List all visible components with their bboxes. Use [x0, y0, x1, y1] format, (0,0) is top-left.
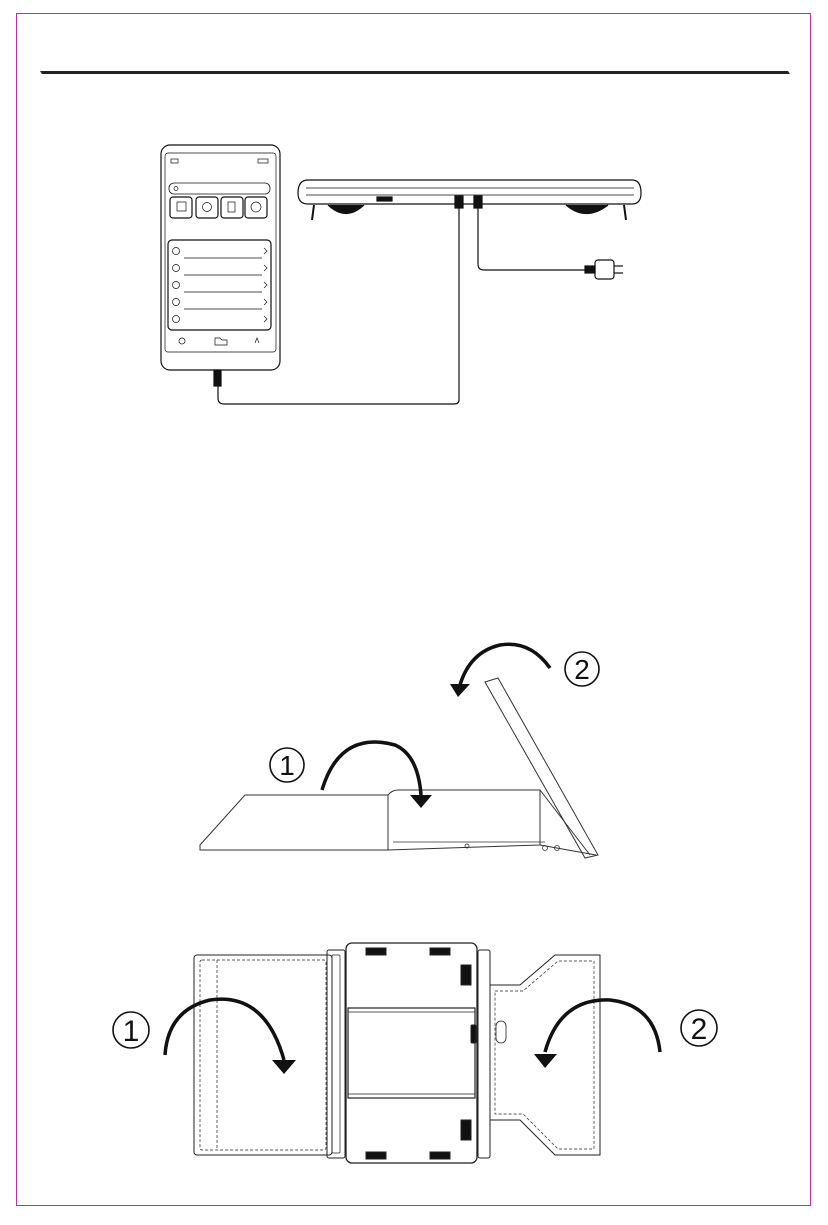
usb-c-cable-icon [218, 208, 459, 404]
phone-icon [161, 145, 280, 370]
left-panel [200, 795, 388, 850]
center-panel [388, 790, 540, 850]
case-step-1-label: 1 [123, 1015, 140, 1048]
fold-step-2-label: 2 [574, 654, 590, 685]
right-panel-raised [485, 678, 598, 858]
case-arrow-head-1 [272, 1060, 296, 1074]
case-arrow-head-2 [534, 1054, 557, 1068]
connection-diagram [161, 145, 641, 404]
fold-step-1-label: 1 [279, 750, 295, 781]
header-rule [40, 71, 790, 74]
curved-arrow-icon [322, 644, 550, 795]
power-cable [478, 208, 588, 270]
case-left-flap [194, 955, 332, 1155]
power-adapter-icon [585, 260, 623, 279]
monitor-icon [298, 180, 641, 220]
fold-step-2-badge: 2 [565, 652, 599, 686]
fold-diagram [200, 678, 598, 858]
case-diagram [194, 943, 600, 1163]
fold-step-1-badge: 1 [270, 748, 304, 782]
arrow-head-2 [450, 684, 470, 697]
case-center-device [346, 943, 477, 1163]
case-step-2-label: 2 [691, 1013, 708, 1046]
case-step-2-badge: 2 [681, 1010, 717, 1046]
case-step-1-badge: 1 [113, 1012, 149, 1048]
arrow-head-1 [410, 795, 432, 808]
